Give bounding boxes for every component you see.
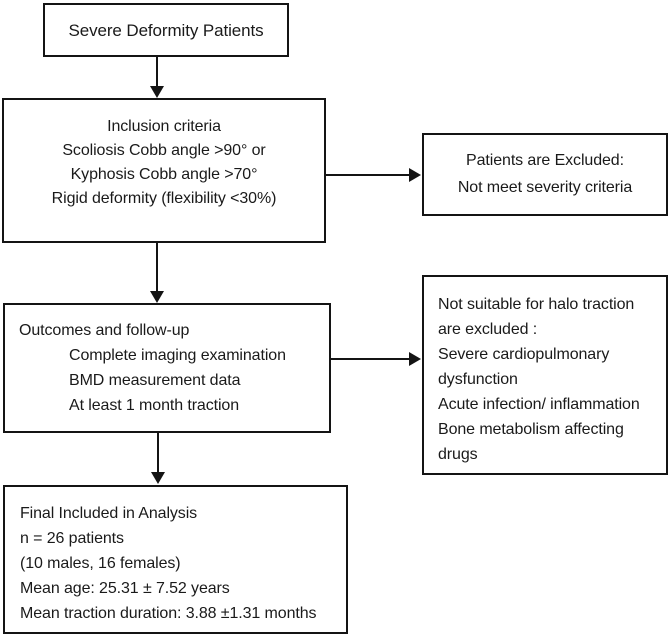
excluded-halo-line: Severe cardiopulmonary bbox=[438, 346, 610, 363]
outcomes-heading: Outcomes and follow-up bbox=[19, 322, 190, 339]
excluded-halo-line: drugs bbox=[438, 446, 478, 463]
final-line: Final Included in Analysis bbox=[20, 505, 198, 522]
final-analysis-box: Final Included in Analysis n = 26 patien… bbox=[3, 485, 348, 634]
final-line: n = 26 patients bbox=[20, 530, 124, 547]
inclusion-line: Inclusion criteria bbox=[107, 118, 221, 135]
down-arrow-outcomes-to-final bbox=[151, 433, 165, 484]
excluded-severity-line: Patients are Excluded: bbox=[466, 152, 624, 169]
excluded-halo-line: are excluded : bbox=[438, 321, 538, 338]
excluded-severity-box: Patients are Excluded: Not meet severity… bbox=[422, 133, 668, 216]
excluded-halo-line: Acute infection/ inflammation bbox=[438, 396, 640, 413]
down-arrow-inclusion-to-outcomes bbox=[150, 243, 164, 303]
start-box: Severe Deformity Patients bbox=[43, 3, 289, 57]
right-arrow-outcomes-to-excluded bbox=[331, 352, 421, 366]
down-arrow-start-to-inclusion bbox=[150, 57, 164, 98]
excluded-halo-line: Not suitable for halo traction bbox=[438, 296, 635, 313]
inclusion-line: Scoliosis Cobb angle >90° or bbox=[62, 142, 266, 159]
outcomes-box: Outcomes and follow-up Complete imaging … bbox=[3, 303, 331, 433]
start-box-title: Severe Deformity Patients bbox=[68, 20, 264, 40]
inclusion-line: Kyphosis Cobb angle >70° bbox=[70, 166, 258, 183]
final-line: (10 males, 16 females) bbox=[20, 555, 181, 572]
final-line: Mean traction duration: 3.88 ±1.31 month… bbox=[20, 605, 317, 622]
final-line: Mean age: 25.31 ± 7.52 years bbox=[20, 580, 230, 597]
right-arrow-inclusion-to-excluded bbox=[325, 168, 421, 182]
outcomes-item: At least 1 month traction bbox=[69, 397, 240, 414]
excluded-halo-box: Not suitable for halo traction are exclu… bbox=[422, 275, 668, 475]
inclusion-line: Rigid deformity (flexibility <30%) bbox=[51, 190, 277, 207]
outcomes-item: Complete imaging examination bbox=[69, 347, 286, 364]
outcomes-item: BMD measurement data bbox=[69, 372, 241, 389]
inclusion-criteria-box: Inclusion criteria Scoliosis Cobb angle … bbox=[2, 98, 326, 243]
excluded-halo-line: Bone metabolism affecting bbox=[438, 421, 624, 438]
excluded-severity-line: Not meet severity criteria bbox=[457, 179, 633, 196]
excluded-halo-line: dysfunction bbox=[438, 371, 518, 388]
